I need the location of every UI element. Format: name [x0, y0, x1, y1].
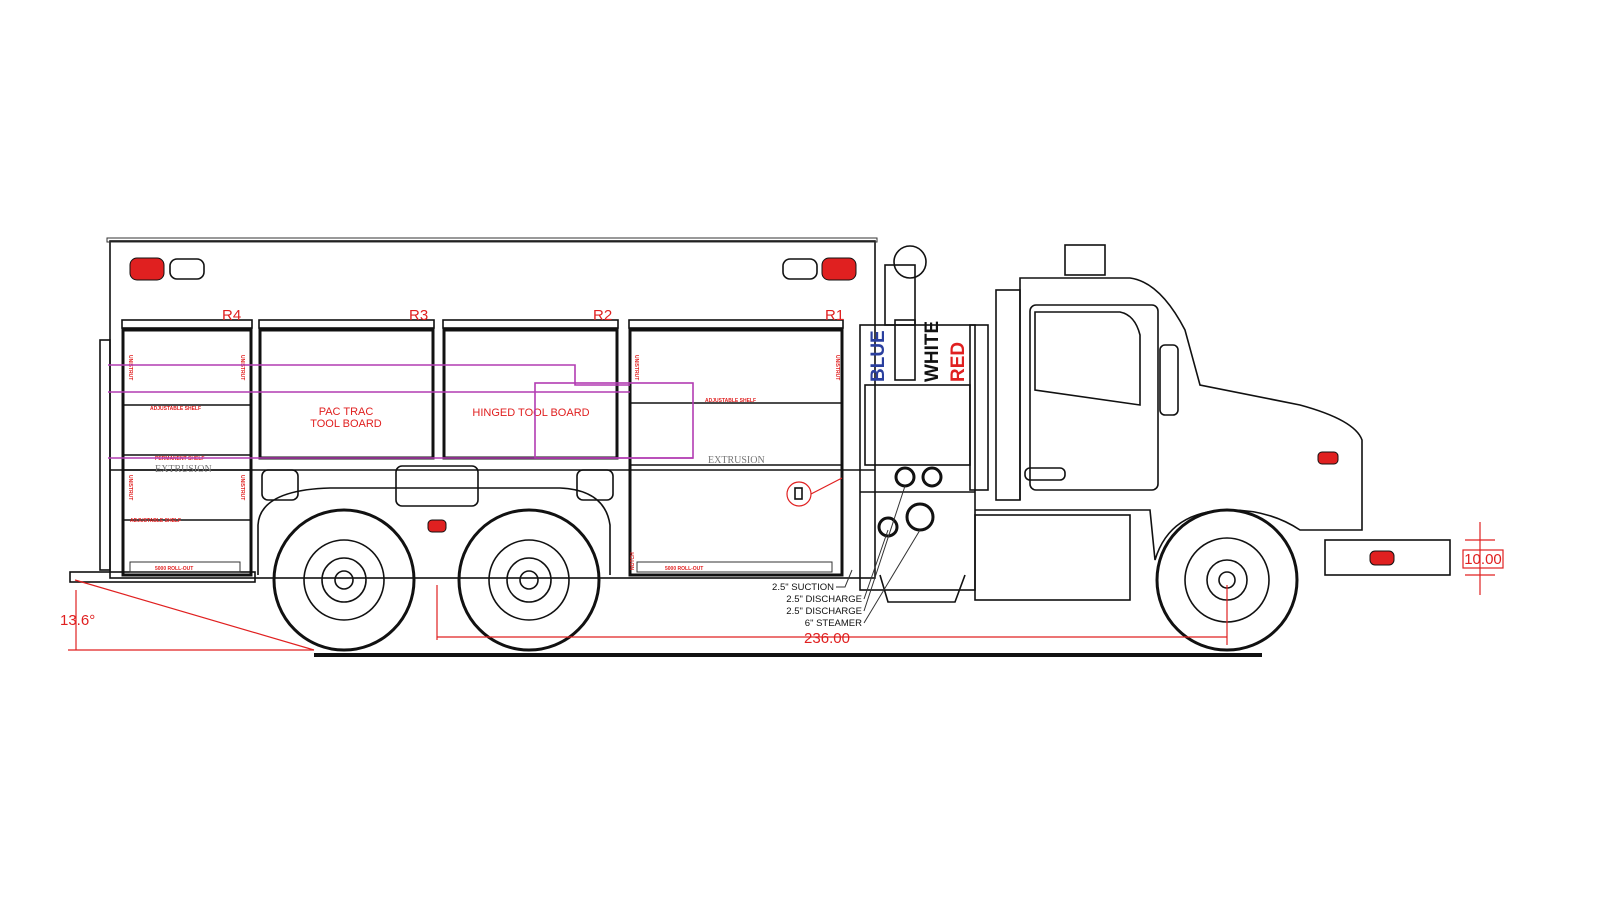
svg-text:UNISTRUT: UNISTRUT	[127, 475, 133, 500]
compartment-label-r2: R2	[593, 307, 612, 324]
rollout-label: 5000 ROLL-OUT	[155, 566, 193, 572]
departure-angle-value: 13.6°	[60, 612, 95, 629]
dimension-departure-angle: 13.6°	[60, 579, 315, 651]
bumper-extension-value: 10.00	[1464, 551, 1502, 568]
compartment-r1[interactable]: R1 ADJUSTABLE SHELF EXTRUSION 5000 ROLL-…	[628, 307, 844, 577]
tool-board-label: TOOL BOARD	[310, 418, 382, 430]
dimension-bumper: 10.00	[1462, 522, 1504, 595]
compartment-label-r3: R3	[409, 307, 428, 324]
svg-text:UNISTRUT: UNISTRUT	[834, 355, 840, 380]
pump-callouts: 2.5" SUCTION 2.5" DISCHARGE 2.5" DISCHAR…	[772, 485, 921, 629]
adjustable-shelf-label: ADJUSTABLE SHELF	[150, 406, 201, 412]
extrusion-label: EXTRUSION	[708, 455, 765, 466]
compartment-r4[interactable]: ADJUSTABLE SHELF PERMANENT SHELF EXTRUSI…	[121, 307, 253, 577]
svg-text:UNISTRUT: UNISTRUT	[239, 475, 245, 500]
adjustable-shelf-label: ADJUSTABLE SHELF	[130, 518, 181, 524]
compartment-label-r4: R4	[222, 307, 241, 324]
notch-label: NOTCH	[630, 552, 636, 570]
dimension-wheelbase: 236.00	[436, 585, 1228, 647]
compartment-r3[interactable]: R3 PAC TRAC TOOL BOARD	[258, 307, 435, 460]
rear-wheel-well	[257, 465, 614, 575]
callout-suction: 2.5" SUCTION	[772, 582, 834, 593]
svg-text:UNISTRUT: UNISTRUT	[633, 355, 639, 380]
callout-discharge-2: 2.5" DISCHARGE	[786, 606, 862, 617]
hinged-tool-board-label: HINGED TOOL BOARD	[472, 407, 589, 419]
adjustable-shelf-label: ADJUSTABLE SHELF	[705, 398, 756, 404]
permanent-shelf-label: PERMANENT SHELF	[155, 456, 204, 462]
color-label-red: RED	[948, 342, 969, 382]
tool-board-outline	[108, 364, 694, 459]
callout-steamer: 6" STEAMER	[805, 618, 862, 629]
svg-text:UNISTRUT: UNISTRUT	[239, 355, 245, 380]
compartment-label-r1: R1	[825, 307, 844, 324]
color-label-blue: BLUE	[868, 330, 889, 382]
color-label-white: WHITE	[922, 321, 943, 382]
unistrut-labels: UNISTRUT UNISTRUT UNISTRUT UNISTRUT UNIS…	[127, 355, 840, 500]
svg-text:UNISTRUT: UNISTRUT	[127, 355, 133, 380]
extrusion-label: EXTRUSION	[155, 464, 212, 475]
callout-discharge-1: 2.5" DISCHARGE	[786, 594, 862, 605]
cab	[974, 244, 1451, 601]
rollout-label: 5000 ROLL-OUT	[665, 566, 703, 572]
rear-axle-wheel-1	[272, 508, 416, 652]
pac-trac-label: PAC TRAC	[319, 406, 374, 418]
pump-module: BLUE WHITE RED	[859, 245, 989, 603]
wheelbase-value: 236.00	[804, 630, 850, 647]
rear-axle-wheel-2	[457, 508, 601, 652]
